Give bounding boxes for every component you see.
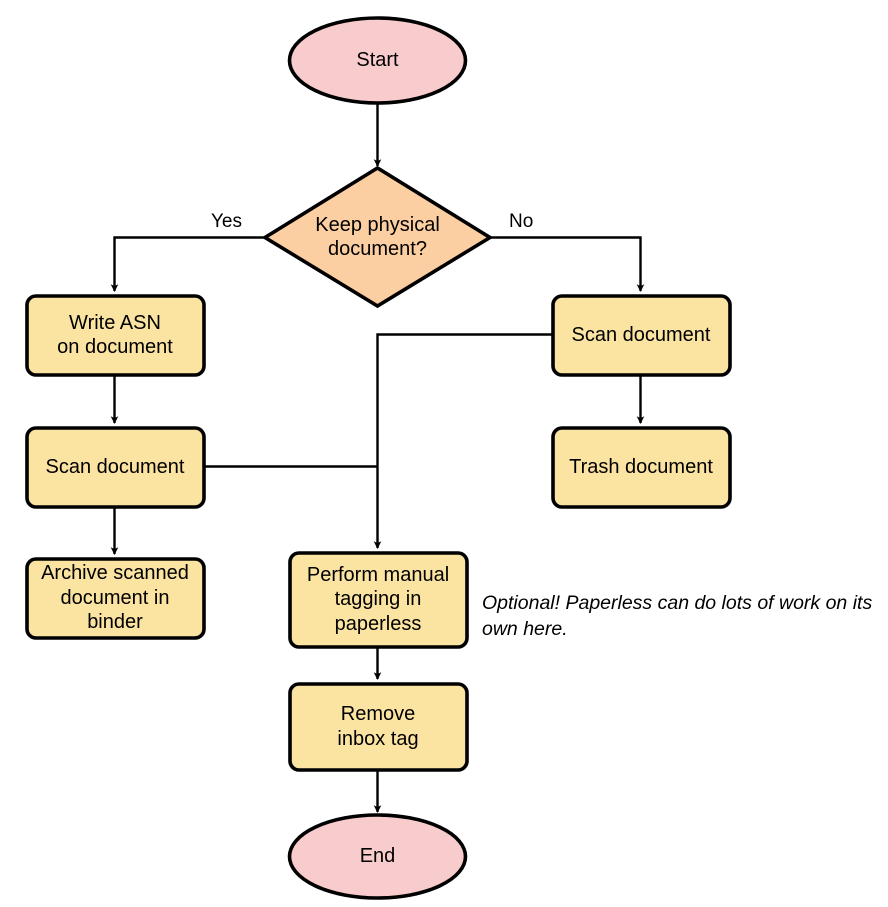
node-shape-start [287, 16, 468, 105]
node-shape-remove-inbox [288, 682, 469, 772]
edge-decision-no-to-scan-right [490, 236, 645, 293]
edge-label-yes: Yes [211, 211, 242, 232]
node-shape-scan-right [551, 294, 732, 377]
node-shape-scan-left [25, 426, 206, 509]
edge-scan-right-to-tagging [373, 333, 552, 550]
node-shape-tagging [288, 551, 469, 649]
node-shape-decision [261, 165, 494, 309]
node-shape-write-asn [25, 294, 206, 377]
node-shape-end [287, 813, 468, 900]
annotation-optional-note: Optional! Paperless can do lots of work … [482, 592, 873, 640]
node-shape-archive [25, 557, 206, 640]
edge-decision-yes-to-write-asn [110, 236, 265, 293]
edge-label-no: No [509, 211, 534, 232]
node-shape-trash [551, 426, 732, 509]
